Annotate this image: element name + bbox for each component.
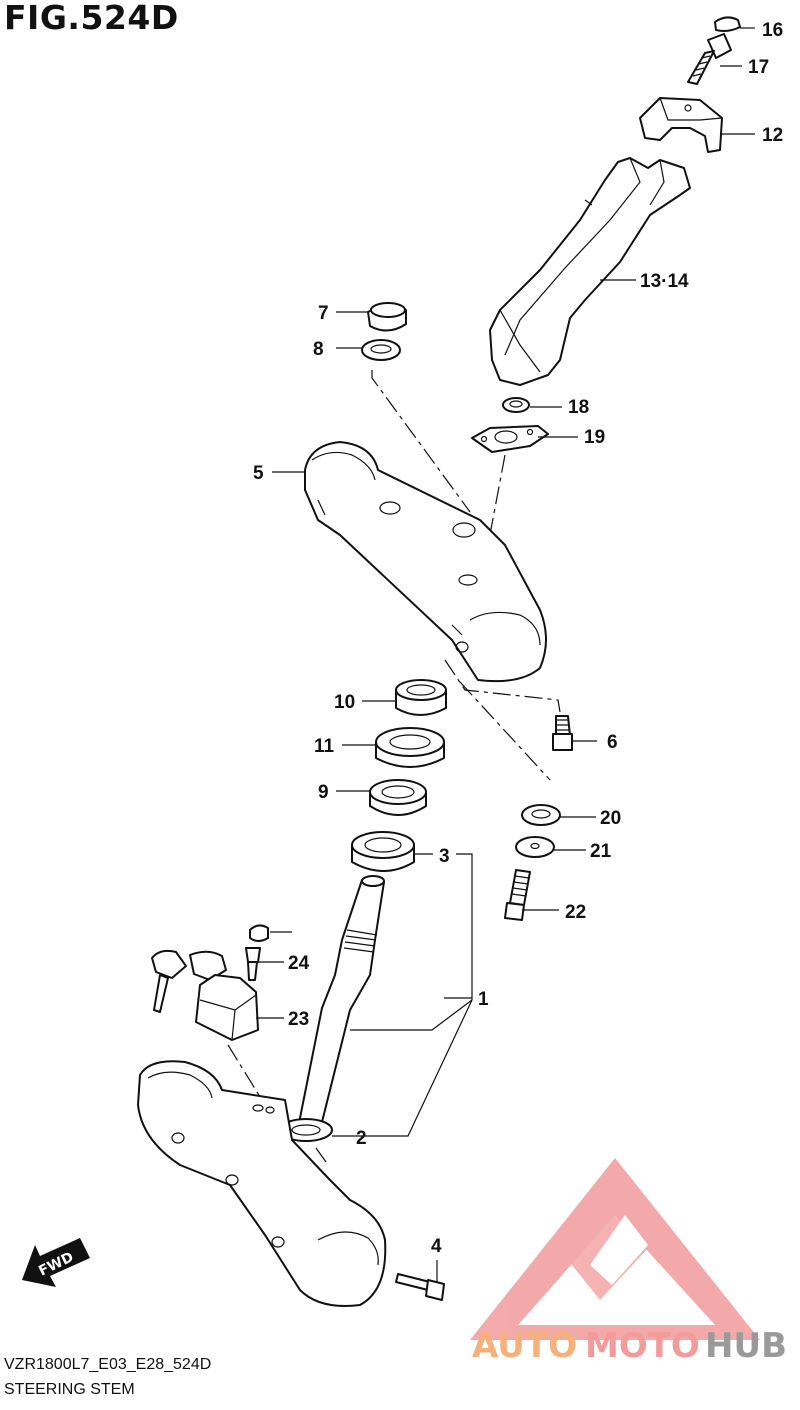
watermark-auto: AUTO	[472, 1326, 577, 1366]
callout-1: 1	[478, 989, 489, 1010]
watermark-text: AUTO MOTO HUB	[472, 1326, 787, 1366]
part-18-plate	[471, 425, 549, 453]
callout-9: 9	[318, 782, 329, 803]
callout-17: 18	[568, 397, 589, 418]
part-13-14-handlebar	[489, 157, 691, 386]
figure-subtitle: STEERING STEM	[4, 1381, 135, 1398]
part-20-washer	[515, 836, 555, 858]
figure-title: FIG.524D	[4, 0, 179, 37]
callout-8: 8	[313, 339, 324, 360]
watermark-hub: HUB	[705, 1326, 787, 1366]
part-9-bearing	[369, 779, 427, 816]
leader-lines	[256, 27, 755, 1282]
lower-bracket	[137, 1060, 387, 1307]
part-21-bolt	[504, 869, 531, 921]
callout-4: 4	[431, 1236, 442, 1257]
part-22-lock-assembly	[151, 949, 259, 1041]
callout-6: 6	[607, 732, 618, 753]
part-7-nut	[367, 302, 407, 332]
assembly-line	[444, 659, 561, 713]
callout-5: 5	[253, 463, 264, 484]
part-12-clamp	[639, 97, 723, 153]
callout-10: 10	[334, 692, 355, 713]
part-16-bolt	[687, 33, 732, 85]
watermark-moto: MOTO	[585, 1326, 700, 1366]
callout-15: 16	[762, 20, 783, 41]
part-19-washer	[521, 804, 561, 826]
callout-13-14: 13·14	[640, 271, 689, 292]
part-10-nut	[395, 679, 447, 716]
part-5-upper-bracket	[304, 441, 547, 683]
callout-22: 23	[288, 1009, 309, 1030]
part-11-seal	[375, 727, 445, 768]
callout-2: 2	[356, 1128, 367, 1149]
callouts: 16 17 12 13·14 7 8 18 19 5 10 6 11 9 20 …	[253, 20, 783, 1257]
fwd-arrow-icon: FWD	[22, 1238, 90, 1287]
callout-11: 11	[314, 736, 335, 757]
callout-3: 3	[439, 846, 450, 867]
part-15-cap	[714, 16, 741, 32]
watermark-logo	[470, 1158, 760, 1340]
callout-7: 7	[318, 303, 329, 324]
callout-20: 21	[590, 841, 612, 862]
callout-21: 22	[565, 902, 586, 923]
part-8-washer	[361, 339, 401, 361]
part-24-cap	[249, 924, 269, 942]
assembly-line	[459, 681, 551, 781]
part-23-bolt	[245, 947, 261, 981]
part-4-bolt	[395, 1273, 445, 1301]
callout-23: 24	[288, 953, 310, 974]
assembly-line	[371, 370, 471, 513]
callout-19: 20	[600, 808, 621, 829]
part-3-bearing	[351, 831, 415, 872]
part-1-steering-stem	[297, 875, 385, 1131]
part-6-bolt	[552, 715, 573, 751]
figure-code: VZR1800L7_E03_E28_524D	[4, 1356, 212, 1373]
assembly-line	[227, 1044, 263, 1101]
part-17-washer	[502, 397, 530, 413]
callout-12: 12	[762, 125, 783, 146]
callout-18: 19	[584, 427, 605, 448]
callout-16: 17	[748, 57, 769, 78]
